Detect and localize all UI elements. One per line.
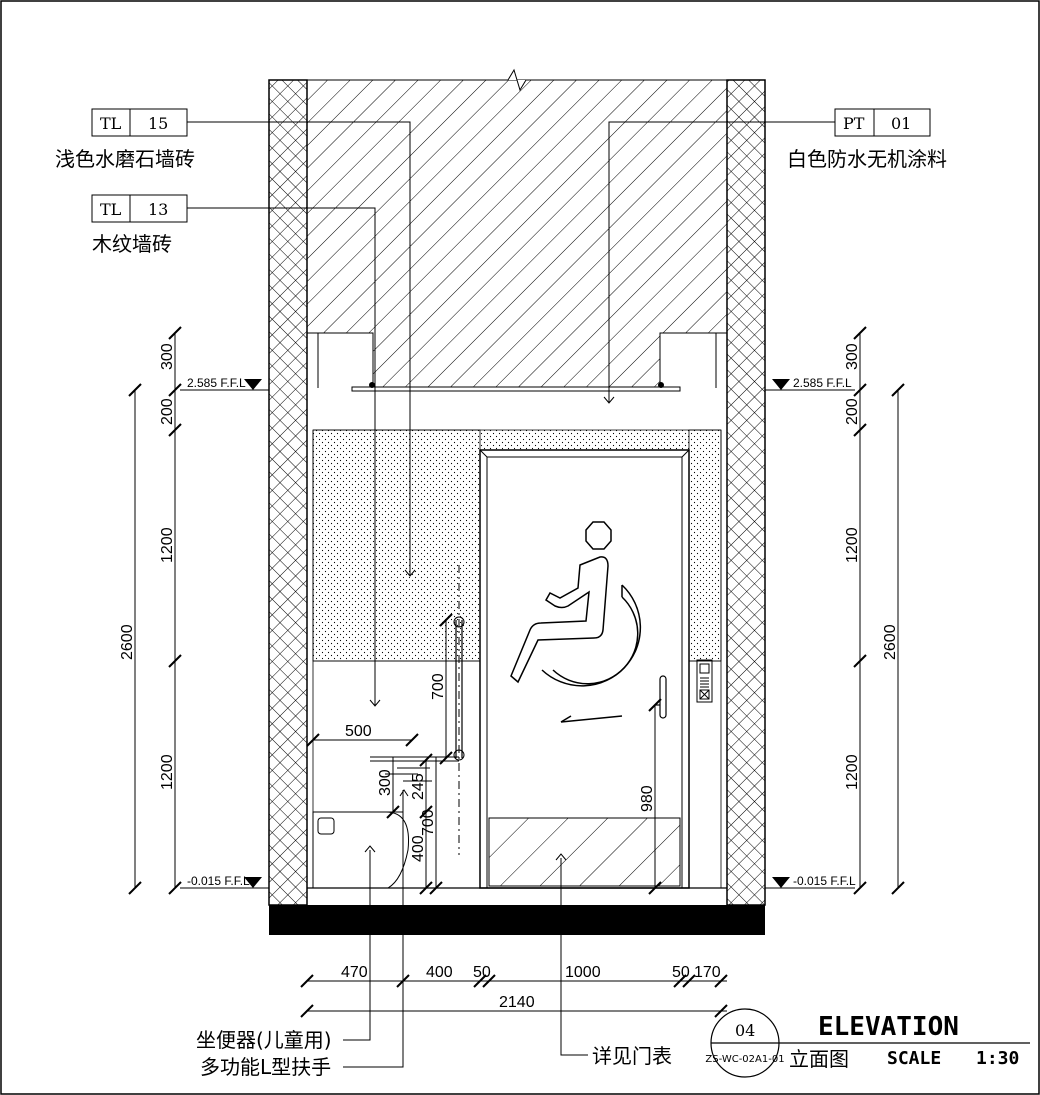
callout-handrail: 多功能L型扶手 xyxy=(200,1055,331,1079)
level-ceiling-right: 2.585 F.F.L xyxy=(793,376,852,390)
scale-label: SCALE xyxy=(887,1048,941,1069)
title-en: ELEVATION xyxy=(818,1012,959,1042)
callouts: 坐便器(儿童用) 多功能L型扶手 详见门表 xyxy=(196,1028,672,1079)
door-handle xyxy=(655,675,667,719)
dim-seat-300: 300 xyxy=(377,769,394,796)
terrazzo-tile-zone xyxy=(312,429,722,888)
dim-right-2600: 2600 xyxy=(882,624,899,660)
leader-lines xyxy=(187,121,835,1068)
tag-tl13: TL 13 木纹墙砖 xyxy=(91,194,188,256)
tag-pt01-code: PT xyxy=(843,114,865,133)
level-ceiling-left: 2.585 F.F.L xyxy=(187,376,246,390)
level-floor-right: -0.015 F.F.L xyxy=(793,874,856,888)
floor-slab xyxy=(269,905,765,935)
title-block: 04 ZS-WC-02A1-01 ELEVATION 立面图 SCALE 1:3… xyxy=(705,1008,1030,1078)
callout-toilet: 坐便器(儿童用) xyxy=(196,1028,332,1052)
tag-tl15-desc: 浅色水磨石墙砖 xyxy=(55,147,195,171)
dim-bottom-1000: 1000 xyxy=(565,964,601,981)
title-cn: 立面图 xyxy=(789,1047,849,1071)
dim-rail-500: 500 xyxy=(345,723,372,740)
dim-seat-400: 400 xyxy=(410,835,427,862)
ceiling-void xyxy=(306,68,728,392)
wheelchair-icon xyxy=(510,521,642,723)
dim-bottom-50-left: 50 xyxy=(473,964,491,981)
tag-pt01-num: 01 xyxy=(891,114,911,133)
tag-tl13-num: 13 xyxy=(148,200,168,219)
dim-left-1200-lower: 1200 xyxy=(159,754,176,790)
tag-pt01-desc: 白色防水无机涂料 xyxy=(787,147,947,171)
dimension-texts: 300 200 1200 1200 2600 300 200 1200 1200… xyxy=(119,343,899,1011)
dim-bottom-400: 400 xyxy=(426,964,453,981)
door xyxy=(479,449,690,889)
indicator-panel xyxy=(696,659,713,703)
scale-value: 1:30 xyxy=(976,1048,1019,1069)
dim-seat-245: 245 xyxy=(410,773,427,800)
dim-left-1200-upper: 1200 xyxy=(159,527,176,563)
level-floor-left: -0.015 F.F.L xyxy=(187,874,250,888)
dim-right-300: 300 xyxy=(844,343,861,370)
tag-tl15-num: 15 xyxy=(148,114,168,133)
dim-left-200: 200 xyxy=(159,398,176,425)
dim-left-2600: 2600 xyxy=(119,624,136,660)
l-handrail xyxy=(370,565,465,855)
tag-tl15-code: TL xyxy=(100,114,122,133)
dim-bottom-50-right: 50 xyxy=(672,964,690,981)
tag-tl15: TL 15 浅色水磨石墙砖 xyxy=(55,108,195,171)
child-toilet xyxy=(312,811,410,889)
dim-left-300: 300 xyxy=(159,343,176,370)
tag-tl13-desc: 木纹墙砖 xyxy=(92,232,172,256)
dim-seat-700: 700 xyxy=(420,809,437,836)
tag-pt01: PT 01 白色防水无机涂料 xyxy=(787,108,947,171)
dim-bottom-170: 170 xyxy=(694,964,721,981)
dim-rail-700: 700 xyxy=(430,673,447,700)
dim-handle-980: 980 xyxy=(639,785,656,812)
dim-right-1200-lower: 1200 xyxy=(844,754,861,790)
dim-right-1200-upper: 1200 xyxy=(844,527,861,563)
dim-bottom-2140: 2140 xyxy=(499,994,535,1011)
title-ref: ZS-WC-02A1-01 xyxy=(705,1054,784,1065)
dim-right-200: 200 xyxy=(844,398,861,425)
level-markers: 2.585 F.F.L -0.015 F.F.L 2.585 F.F.L -0.… xyxy=(180,376,856,889)
dim-bottom-470: 470 xyxy=(341,964,368,981)
callout-door: 详见门表 xyxy=(592,1044,672,1068)
dimension-lines xyxy=(128,326,905,1018)
tag-tl13-code: TL xyxy=(100,200,122,219)
title-number: 04 xyxy=(735,1021,755,1040)
